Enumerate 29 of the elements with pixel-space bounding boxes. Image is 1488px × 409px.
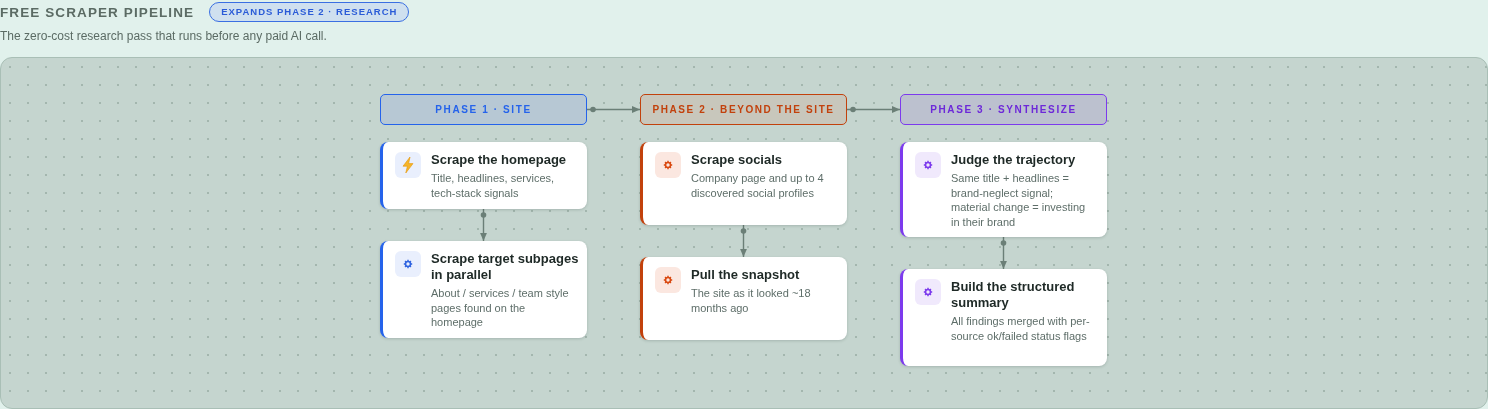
phase-header: PHASE 2 · BEYOND THE SITE — [640, 94, 847, 125]
arrow — [846, 106, 901, 113]
step-title: Judge the trajectory — [951, 152, 1077, 168]
step-description: About / services / team style pages found on the homepage — [431, 286, 570, 330]
step-description: Same title + headlines = brand-neglect signal; material change = investing in their brand — [951, 171, 1087, 229]
arrow — [480, 208, 487, 242]
step-card — [640, 142, 847, 225]
step-title: Pull the snapshot — [691, 267, 801, 283]
step-card — [380, 142, 587, 209]
arrow — [1000, 236, 1007, 270]
step-card — [900, 269, 1107, 366]
phase-header: PHASE 1 · SITE — [380, 94, 587, 125]
step-card — [640, 257, 847, 340]
arrow — [586, 106, 641, 113]
step-title: Scrape socials — [691, 152, 784, 168]
step-title: Build the structured summary — [951, 279, 1076, 311]
step-title: Scrape target subpages in parallel — [431, 251, 580, 283]
scope-badge: EXPANDS PHASE 2 · RESEARCH — [209, 2, 410, 22]
phase-header: PHASE 3 · SYNTHESIZE — [900, 94, 1107, 125]
step-description: The site as it looked ~18 months ago — [691, 286, 812, 315]
step-description: All findings merged with per-source ok/failed status flags — [951, 314, 1091, 343]
arrow — [740, 224, 747, 258]
subtitle: The zero-cost research pass that runs before any paid AI call. — [0, 28, 327, 44]
step-card — [380, 241, 587, 338]
step-description: Company page and up to 4 discovered social profiles — [691, 171, 825, 200]
diagram-title: FREE SCRAPER PIPELINE — [0, 3, 195, 21]
step-description: Title, headlines, services, tech-stack signals — [431, 171, 556, 200]
step-title: Scrape the homepage — [431, 152, 568, 168]
step-card — [900, 142, 1107, 237]
